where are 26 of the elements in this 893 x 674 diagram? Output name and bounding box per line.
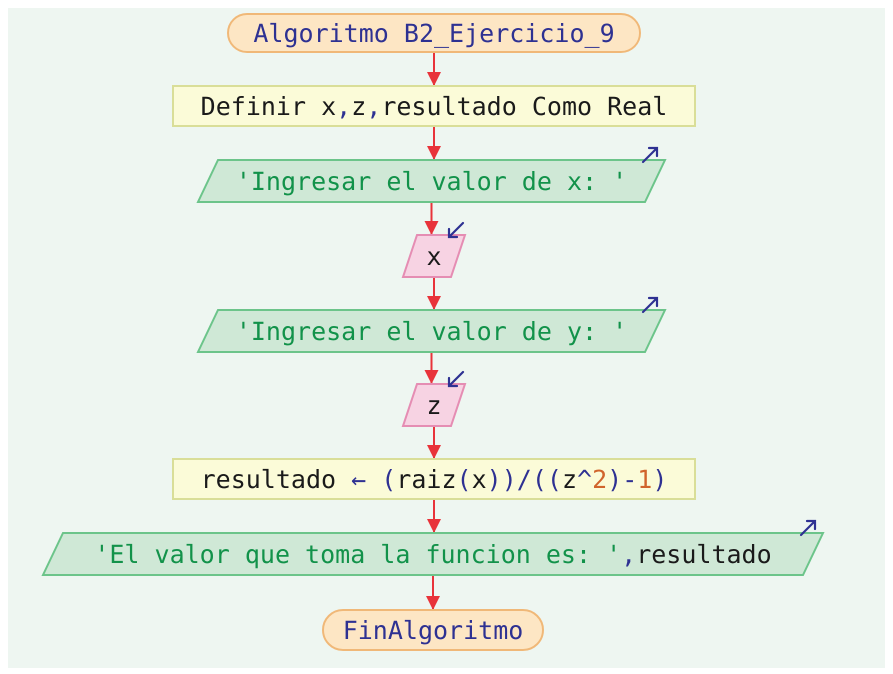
output-parallelogram [198, 160, 665, 202]
output-parallelogram [198, 310, 665, 352]
code-text: x [426, 242, 442, 270]
code-text: Algoritmo B2_Ejercicio_9 [253, 18, 615, 48]
code-text: 'Ingresar el valor de x: ' [236, 166, 628, 196]
terminal-shape [228, 14, 640, 52]
flow-arrow [427, 499, 441, 533]
flow-arrow [424, 352, 438, 384]
code-text: Definir x,z,resultado Como Real [200, 92, 668, 120]
output-parallelogram [43, 533, 823, 575]
flow-arrow [427, 126, 441, 160]
flow-arrow [427, 52, 441, 86]
flow-arrow [427, 426, 441, 459]
code-text: FinAlgoritmo [342, 616, 524, 644]
input-parallelogram [403, 384, 465, 426]
process-box [173, 459, 695, 499]
code-text: resultado ← (raiz(x))/((z^2)-1) [200, 464, 668, 494]
flow-arrow [427, 277, 441, 310]
flow-arrow [426, 575, 440, 610]
code-text: z [426, 390, 442, 420]
terminal-shape [323, 610, 543, 650]
input-parallelogram [403, 235, 465, 277]
code-text: 'Ingresar el valor de y: ' [236, 316, 628, 346]
code-text: 'El valor que toma la funcion es: ',resultado [94, 540, 772, 568]
process-box [173, 86, 695, 126]
flow-arrow [424, 202, 438, 235]
